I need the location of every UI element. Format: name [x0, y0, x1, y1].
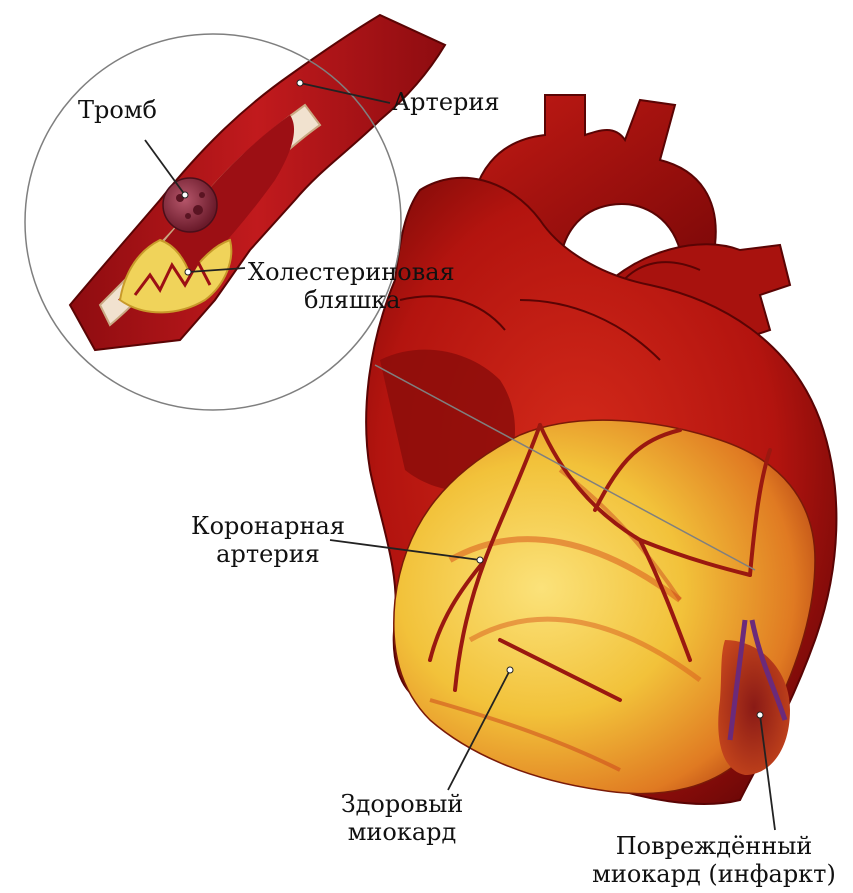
label-artery: Артерия: [392, 88, 500, 116]
label-healthy-myocardium: Здоровый миокард: [322, 790, 482, 846]
label-coronary-line2: артерия: [178, 540, 358, 568]
label-cholesterol-plaque: Холестериновая бляшка: [248, 258, 455, 314]
heart: [366, 95, 836, 804]
label-thrombus: Тромб: [78, 96, 157, 124]
label-damaged-line2: миокард (инфаркт): [575, 860, 853, 888]
label-coronary-artery: Коронарная артерия: [178, 512, 358, 568]
label-damaged-line1: Повреждённый: [575, 832, 853, 860]
leader-thrombus: [145, 140, 185, 195]
label-healthy-line1: Здоровый: [322, 790, 482, 818]
thrombus-clot: [163, 178, 217, 232]
label-plaque-line1: Холестериновая: [248, 258, 455, 286]
label-plaque-line2: бляшка: [248, 286, 455, 314]
label-healthy-line2: миокард: [322, 818, 482, 846]
label-coronary-line1: Коронарная: [178, 512, 358, 540]
label-damaged-myocardium: Повреждённый миокард (инфаркт): [575, 832, 853, 888]
